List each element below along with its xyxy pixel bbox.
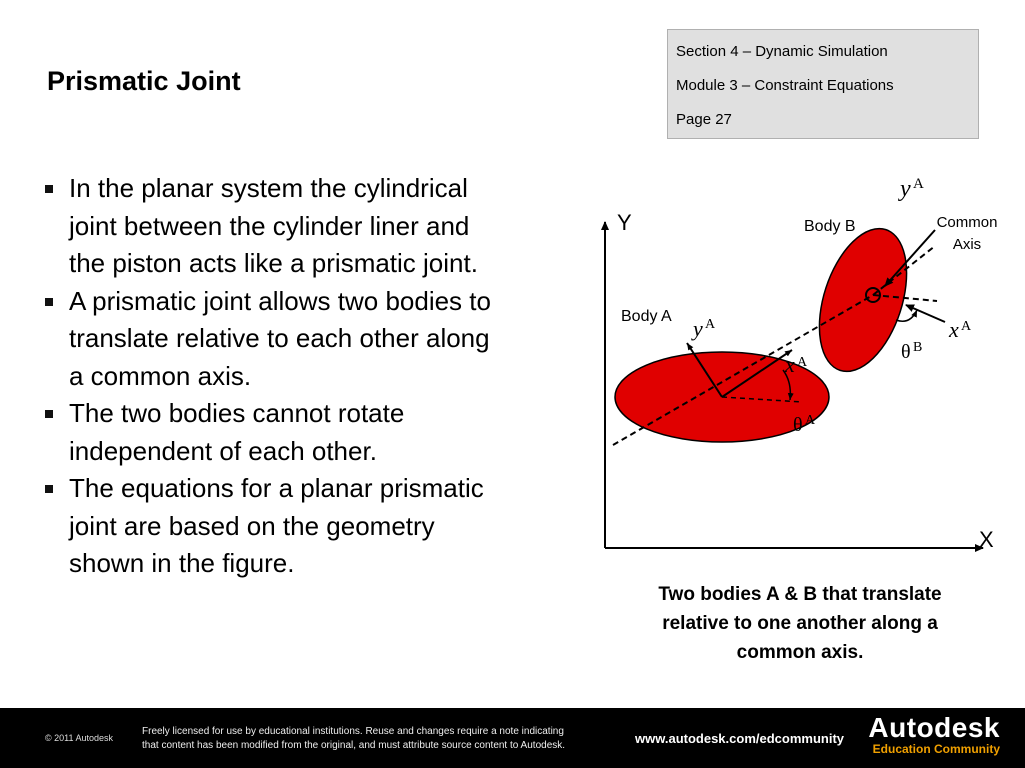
section-info-box: Section 4 – Dynamic Simulation Module 3 …	[667, 29, 979, 139]
xa-pointer-arrow	[905, 304, 946, 323]
xa-right-label: x	[948, 317, 959, 342]
bullet-item: A prismatic joint allows two bodies to t…	[40, 283, 510, 396]
theta-a-label: θ	[793, 414, 803, 436]
module-label: Module 3 – Constraint Equations	[676, 77, 894, 94]
license-line-1: Freely licensed for use by educational i…	[142, 726, 564, 737]
body-a-label: Body A	[621, 308, 672, 325]
ya-mid-label: y	[691, 316, 703, 341]
bullet-item: In the planar system the cylindrical joi…	[40, 170, 510, 283]
license-text: Freely licensed for use by educational i…	[142, 725, 632, 753]
common-axis-label-1: Common	[937, 214, 998, 231]
page-label: Page 27	[676, 111, 732, 128]
common-axis-line-upper	[872, 245, 936, 296]
slide-title: Prismatic Joint	[47, 66, 241, 96]
bullet-square-icon	[45, 485, 53, 493]
theta-a-sup: A	[805, 413, 816, 428]
autodesk-logo: Autodesk Education Community	[868, 713, 1000, 756]
body-b-label: Body B	[804, 218, 856, 235]
theta-b-sup: B	[913, 340, 922, 355]
theta-a-arc	[782, 369, 794, 401]
section-label: Section 4 – Dynamic Simulation	[676, 43, 888, 60]
common-axis-line	[612, 294, 874, 446]
community-link[interactable]: www.autodesk.com/edcommunity	[635, 731, 845, 746]
body-a-reference-line	[721, 396, 803, 403]
bullet-list: In the planar system the cylindrical joi…	[40, 170, 510, 583]
bullet-square-icon	[45, 410, 53, 418]
ya-mid-sup: A	[705, 317, 716, 332]
x-axis-label: X	[979, 527, 994, 552]
brand-subtitle: Education Community	[872, 742, 1000, 756]
bullet-square-icon	[45, 185, 53, 193]
license-line-2: that content has been modified from the …	[142, 740, 566, 751]
body-b-origin-icon	[865, 287, 881, 303]
body-b-shape	[818, 227, 908, 373]
body-b-x-axis-line	[872, 294, 938, 302]
figure-caption: Two bodies A & B that translate relative…	[658, 584, 942, 663]
bullet-item: The equations for a planar prismatic joi…	[40, 470, 510, 583]
brand-name: Autodesk	[868, 712, 1000, 743]
y-axis-label: Y	[617, 210, 632, 235]
common-axis-pointer	[884, 229, 936, 287]
bullet-square-icon	[45, 297, 53, 306]
theta-b-arc	[895, 309, 918, 322]
common-axis-label-2: Axis	[953, 236, 981, 253]
copyright-text: © 2011 Autodesk	[45, 733, 114, 743]
xa-mid-label: x	[784, 352, 795, 377]
body-a-y-axis	[686, 342, 723, 398]
prismatic-joint-diagram: Y X Body A Body B Common Axis y A y A x …	[601, 176, 998, 552]
footer-bar: © 2011 Autodesk Freely licensed for use …	[0, 708, 1025, 768]
body-a-x-axis	[721, 349, 793, 398]
xa-mid-sup: A	[797, 355, 808, 370]
bullet-item: The two bodies cannot rotate independent…	[40, 395, 510, 470]
theta-b-label: θ	[901, 341, 911, 363]
ya-top-sup: A	[913, 176, 924, 192]
xa-right-sup: A	[961, 319, 972, 334]
ya-top-label: y	[898, 176, 911, 202]
